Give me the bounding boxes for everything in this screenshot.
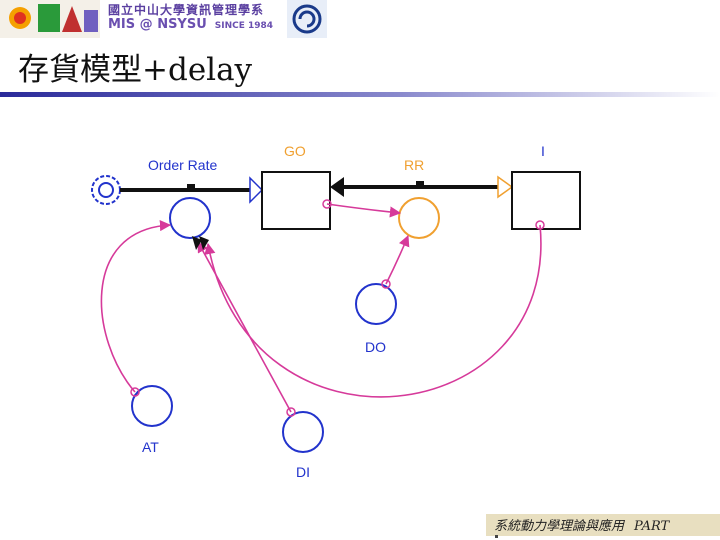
purple-tile-icon xyxy=(84,10,98,32)
aux-at-circle xyxy=(131,385,173,427)
banner-department-name: 國立中山大學資訊管理學系 xyxy=(108,3,265,17)
footer-band xyxy=(486,514,720,536)
link-di-to-order-rate xyxy=(197,241,292,413)
banner-mis-text: MIS @ NSYSU xyxy=(108,17,207,32)
header-banner: 國立中山大學資訊管理學系 MIS @ NSYSU SINCE 1984 xyxy=(0,0,335,40)
causal-links xyxy=(100,203,542,413)
green-tile-icon xyxy=(38,4,60,32)
label-order-rate: Order Rate xyxy=(148,157,217,173)
banner-since-text: SINCE 1984 xyxy=(214,21,274,31)
arrowhead-di xyxy=(192,236,202,250)
red-peak-icon xyxy=(62,6,82,32)
label-di: DI xyxy=(296,464,310,480)
banner-mis-line: MIS @ NSYSU SINCE 1984 xyxy=(108,17,273,32)
label-go: GO xyxy=(284,143,306,159)
link-i-to-order-rate xyxy=(204,224,542,398)
label-do: DO xyxy=(365,339,386,355)
stock-i-box xyxy=(511,171,581,230)
arrowhead-i xyxy=(199,236,209,250)
label-at: AT xyxy=(142,439,159,455)
rr-pipe xyxy=(330,175,514,199)
aux-do-circle xyxy=(355,283,397,325)
footer-dot xyxy=(495,535,498,538)
rr-valve xyxy=(398,197,440,239)
cloud-source-icon xyxy=(91,175,121,205)
slide-title: 存貨模型+delay xyxy=(18,52,253,88)
label-rr: RR xyxy=(404,157,424,173)
order-rate-pipe xyxy=(120,176,264,204)
footer-course: 系統動力學理論與應用 xyxy=(494,519,625,534)
title-underline xyxy=(0,92,720,97)
footer-text: 系統動力學理論與應用 PART xyxy=(494,515,669,534)
link-origin-markers xyxy=(130,199,545,417)
footer-part: PART xyxy=(634,519,670,534)
stock-go-box xyxy=(261,171,331,230)
link-at-to-order-rate xyxy=(100,219,172,393)
link-go-to-rr xyxy=(326,203,402,218)
sun-logo-icon xyxy=(9,7,31,29)
banner-graphics xyxy=(0,0,327,38)
swirl-logo-icon xyxy=(292,4,322,34)
aux-di-circle xyxy=(282,411,324,453)
label-i: I xyxy=(541,143,545,159)
link-do-to-rr xyxy=(385,234,410,285)
order-rate-valve xyxy=(169,197,211,239)
